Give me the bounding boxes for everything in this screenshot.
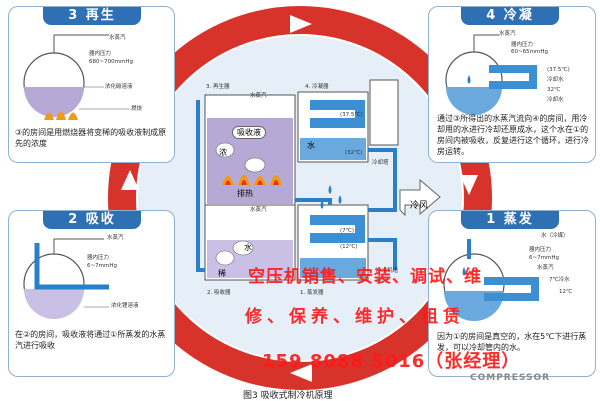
condense-description: 通过③所得出的水蒸汽流向④的房间，用冷却用的水进行冷却还原成水，这个水在①的房间… (437, 114, 589, 156)
panel-condense: 4 冷凝 水蒸汽 器内压力 60~65mmHg (37.5℃) 冷却水 32℃ … (428, 6, 596, 163)
panel-regen: 3 再生 水蒸汽 器内压力 680~700mmHg 浓化碳溶液 燃烧 ③的房间是… (8, 6, 175, 163)
evap-temp2-label: 12℃ (559, 289, 573, 295)
absorbent-label: 吸收液 (232, 126, 266, 139)
regenerator-flames (222, 175, 282, 185)
regen-steam-label: 水蒸汽 (109, 35, 126, 41)
condense-cool-label-2: 冷却水 (547, 97, 564, 103)
cooling-tower (369, 79, 399, 146)
evap-illustration (443, 239, 539, 321)
figure-caption: 图3 吸收式制冷机原理 (243, 391, 333, 401)
panel-absorb-title: 2 吸收 (43, 211, 141, 229)
center-temp-32: (32℃) (345, 150, 363, 156)
panel-absorb: 2 吸收 水蒸汽 器内压力 6~7mmHg 浓化锂溶液 在②的房间，吸收液将通过… (8, 210, 175, 377)
condense-illustration (445, 34, 537, 115)
condenser-label: 4. 冷凝器 (305, 84, 329, 90)
exhaust-label: 排热 (237, 189, 253, 198)
water-drops (320, 185, 342, 209)
evap-description: 因为①的房间是真空的，水在5℃下进行蒸发，可以冷却管内的水。 (437, 332, 587, 352)
pipes (196, 100, 397, 272)
regen-solution-label: 浓化碳溶液 (105, 84, 133, 90)
cooling-tower-label: 冷却塔 (372, 160, 389, 166)
ring-arrow-top (290, 15, 312, 33)
watermark-line-2: 修、保养、维护、租赁 (245, 307, 465, 327)
dilute-label: 稀 (218, 269, 226, 278)
evaporator-coil (310, 215, 365, 243)
evap-steam-label: 水蒸汽 (537, 265, 554, 271)
ring-arrow-bottom (290, 364, 312, 382)
regen-burn-label: 燃烧 (131, 106, 143, 112)
panel-evap-title: 1 蒸发 (461, 211, 559, 229)
cold-water-unit-label: 冷水机组 (376, 268, 399, 274)
watermark-line-1: 空压机销售、安装、调试、维 (248, 267, 482, 287)
absorb-pressure-label: 器内压力 (87, 255, 110, 261)
center-temp-7: (7℃) (340, 228, 354, 234)
ring-arrows (121, 15, 478, 382)
absorb-solution-label: 浓化锂溶液 (111, 303, 139, 309)
condenser-water (300, 138, 366, 160)
regen-illustration (23, 34, 129, 120)
center-steam-label: 水蒸汽 (250, 93, 267, 99)
condenser-coil (310, 100, 365, 128)
condense-pressure-label: 器内压力 (511, 42, 534, 48)
panel-condense-title: 4 冷凝 (461, 7, 559, 25)
absorb-description: 在②的房间，吸收液将通过①所蒸发的水蒸汽进行吸收 (15, 330, 166, 350)
condense-temp-out: 32℃ (547, 87, 561, 93)
regen-description: ③的房间是用燃烧器将变稀的吸收液制成原先的浓度 (15, 128, 167, 148)
evaporator-water (300, 258, 366, 278)
panel-evap: 1 蒸发 水（冷媒） 器内压力 6~7mmHg 水蒸汽 7℃冷水 12℃ 因为①… (428, 210, 596, 377)
ring-arrow-right (460, 175, 478, 195)
regen-pressure-value: 680~700mmHg (89, 59, 133, 65)
watermark-brand: COMPRESSOR (470, 373, 551, 383)
condense-cool-label: 冷却水 (547, 77, 564, 83)
condense-pressure-value: 60~65mmHg (511, 49, 548, 55)
absorber-label: 2. 吸收器 (207, 290, 231, 296)
regenerator-label: 3. 再生器 (206, 84, 230, 90)
evap-pressure-label: 器内压力 (529, 247, 552, 253)
condense-temp-in: (37.5℃) (547, 67, 570, 73)
regen-pressure-label: 器内压力 (89, 51, 112, 57)
evaporator-label: 1. 蒸发器 (300, 290, 324, 296)
evap-water-label: 水（冷媒） (541, 233, 569, 239)
concentrated-label: 浓 (219, 148, 227, 157)
ring-arrow-left (121, 170, 139, 190)
center-temp-375: (37.5℃) (340, 112, 363, 118)
evap-pressure-value: 6~7mmHg (529, 255, 559, 261)
cold-wind-arrow (399, 178, 441, 217)
absorb-illustration (23, 238, 109, 319)
absorb-pressure-value: 6~7mmHg (87, 263, 117, 269)
absorb-steam-label: 水蒸汽 (107, 235, 124, 241)
cold-wind-label: 冷风 (410, 201, 429, 211)
absorber-steam-label: 水蒸汽 (250, 207, 267, 213)
solution-bubbles (215, 142, 266, 266)
center-temp-12: (12℃) (340, 244, 358, 250)
panel-regen-title: 3 再生 (43, 7, 141, 25)
condense-steam-label: 水蒸汽 (499, 31, 516, 37)
absorber-water-label: 水 (244, 243, 252, 252)
condenser-water-label: 水 (307, 141, 315, 150)
coolant-label: 冷剂 (376, 278, 388, 284)
evap-temp-label: 7℃冷水 (549, 277, 570, 283)
watermark-line-3: 159 8088 5016（张经理） (262, 351, 521, 372)
